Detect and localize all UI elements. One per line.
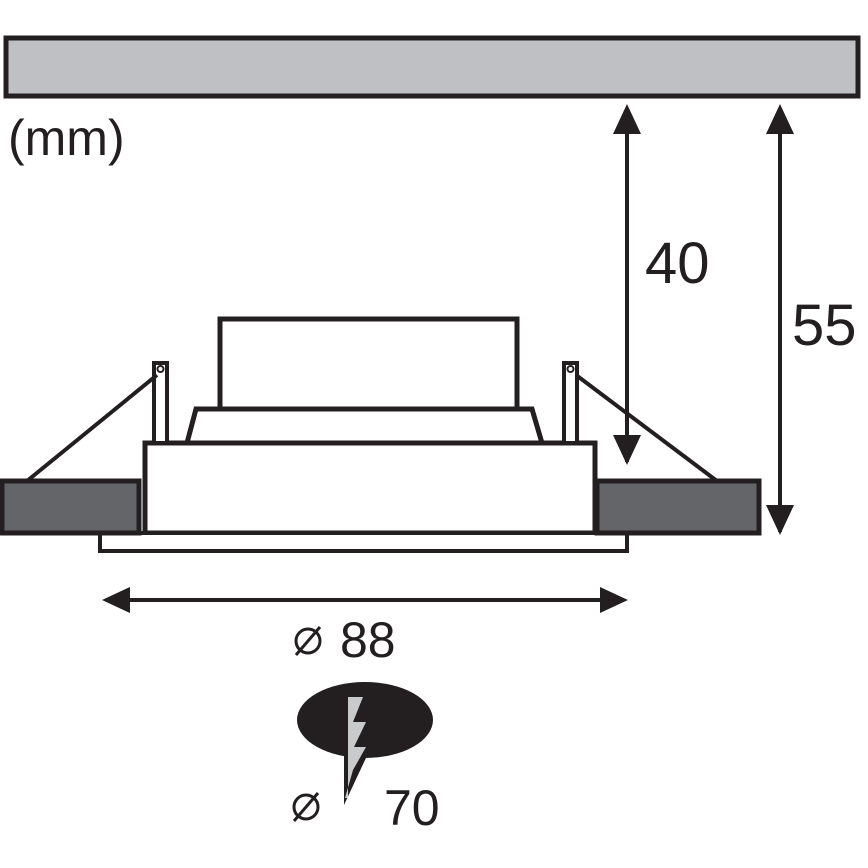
ceiling-cutout-icon: [297, 682, 433, 805]
units-label: (mm): [8, 110, 125, 166]
outer-diameter-dimension: 88: [102, 587, 628, 668]
total-height-dimension: 55: [766, 104, 857, 535]
spring-clip-left: [25, 361, 169, 483]
ceiling-plate: [3, 35, 861, 99]
cutout-diameter-label: 70: [384, 780, 440, 836]
heat-sink-step: [183, 406, 546, 446]
recess-depth-dimension: 40: [613, 104, 710, 465]
ceiling-section-right: [594, 478, 762, 536]
cutout-diameter-dimension: 70: [292, 780, 440, 836]
ceiling-section-left: [0, 478, 142, 536]
diameter-symbol-88: [294, 626, 322, 656]
outer-diameter-label: 88: [340, 612, 396, 668]
luminaire-body: [98, 316, 629, 553]
spring-clip-right: [562, 361, 719, 483]
main-housing: [142, 440, 598, 536]
driver-housing: [217, 316, 520, 412]
recess-depth-label: 40: [645, 231, 710, 296]
total-height-label: 55: [792, 293, 857, 358]
trim-ring: [98, 531, 629, 553]
diameter-symbol-70: [292, 792, 320, 822]
